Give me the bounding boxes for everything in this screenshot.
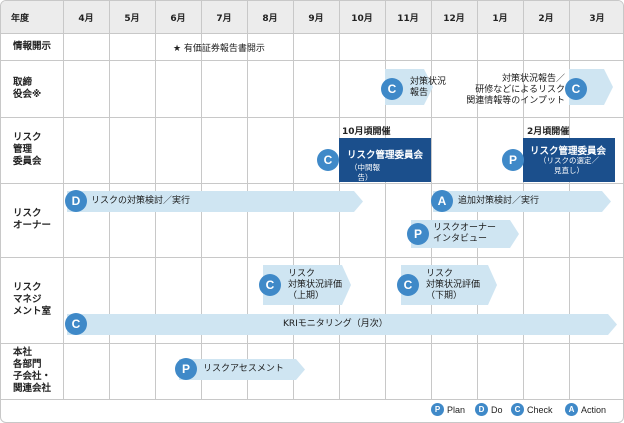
grid-line <box>1 117 623 118</box>
month-header: 12月 <box>431 1 477 33</box>
owner-interview-text: リスクオーナー インタビュー <box>433 223 497 244</box>
row-label-dept: 本社 各部門 子会社・ 関連会社 <box>13 347 52 394</box>
legend-do-label: Do <box>491 405 503 415</box>
plan-badge: P <box>175 358 197 380</box>
owner-do-bar <box>67 191 363 212</box>
grid-line <box>1 60 623 61</box>
mgmt-h2-text: リスク 対策状況評価 （下期） <box>426 269 481 301</box>
committee-oct-title: リスク管理委員会 <box>347 150 424 161</box>
legend-plan-badge: P <box>431 403 444 416</box>
mgmt-kri-bar <box>67 314 617 335</box>
check-badge: C <box>397 274 419 296</box>
check-badge: C <box>317 149 339 171</box>
do-badge: D <box>65 190 87 212</box>
legend-action-label: Action <box>581 405 607 415</box>
check-badge: C <box>381 78 403 100</box>
grid-line <box>1 257 623 258</box>
month-header: 3月 <box>569 1 623 33</box>
committee-oct-box: リスク管理委員会 （中間報告） <box>339 138 431 182</box>
disclosure-note: ★ 有価証券報告書開示 <box>173 44 265 54</box>
row-label-committee: リスク 管理 委員会 <box>13 132 42 167</box>
board-report-text: 対策状況 報告 <box>410 77 447 98</box>
month-header: 2月 <box>523 1 569 33</box>
row-label-board: 取締 役会※ <box>13 77 42 100</box>
committee-feb-title: リスク管理委員会 <box>530 146 607 157</box>
month-header: 1月 <box>477 1 523 33</box>
row-label-owner: リスク オーナー <box>13 208 52 231</box>
grid-line <box>385 1 386 399</box>
row-label-mgmt: リスク マネジ メント室 <box>13 282 52 317</box>
month-header: 6月 <box>155 1 201 33</box>
month-header: 11月 <box>385 1 431 33</box>
board-input-text: 対策状況報告／ 研修などによるリスク 関連情報等のインプット <box>466 74 565 106</box>
committee-feb-note: 2月頃開催 <box>527 127 570 137</box>
month-header: 5月 <box>109 1 155 33</box>
grid-line <box>1 343 623 344</box>
row-label-disclosure: 情報開示 <box>13 41 52 52</box>
owner-interview-bar <box>411 220 519 248</box>
owner-action-text: 追加対策検討／実行 <box>458 196 540 206</box>
month-header: 4月 <box>63 1 109 33</box>
committee-oct-note: 10月頃開催 <box>342 127 391 137</box>
legend-do-badge: D <box>475 403 488 416</box>
legend-check-label: Check <box>527 405 553 415</box>
grid-line <box>1 399 623 400</box>
committee-feb-box: リスク管理委員会 （リスクの選定／ 見直し） <box>523 138 615 182</box>
month-header: 9月 <box>293 1 339 33</box>
dept-assessment-bar <box>179 359 305 380</box>
committee-oct-sub: （中間報告） <box>350 163 380 182</box>
mgmt-h1-text: リスク 対策状況評価 （上期） <box>288 269 343 301</box>
dept-assessment-text: リスクアセスメント <box>203 364 284 374</box>
month-header: 7月 <box>201 1 247 33</box>
committee-feb-sub: （リスクの選定／ 見直し） <box>539 156 599 175</box>
check-badge: C <box>65 313 87 335</box>
owner-action-bar <box>433 191 611 212</box>
legend-check-badge: C <box>511 403 524 416</box>
header-corner: 年度 <box>1 1 63 33</box>
grid-line <box>1 33 623 34</box>
action-badge: A <box>431 190 453 212</box>
check-badge: C <box>259 274 281 296</box>
plan-badge: P <box>407 223 429 245</box>
grid-line <box>63 1 64 399</box>
month-header: 8月 <box>247 1 293 33</box>
legend-plan-label: Plan <box>447 405 466 415</box>
grid-line <box>1 183 623 184</box>
plan-badge: P <box>502 149 524 171</box>
legend-action-badge: A <box>565 403 578 416</box>
mgmt-kri-text: KRIモニタリング（月次） <box>283 319 388 329</box>
month-header: 10月 <box>339 1 385 33</box>
owner-do-text: リスクの対策検討／実行 <box>91 196 191 206</box>
check-badge: C <box>565 78 587 100</box>
